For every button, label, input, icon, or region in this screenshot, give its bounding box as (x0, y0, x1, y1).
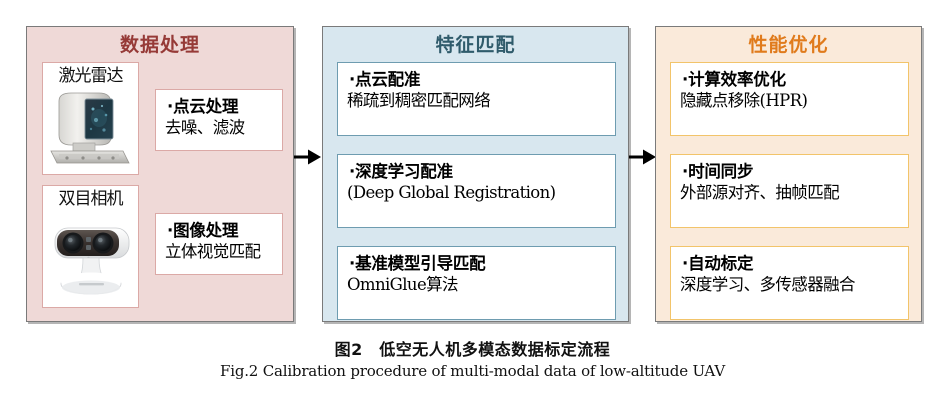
card-point-cloud-processing: ·点云处理 去噪、滤波 (155, 89, 283, 151)
sensor-card-stereo-camera: 双目相机 (42, 185, 139, 308)
card-point-cloud-registration: ·点云配准 稀疏到稠密匹配网络 (337, 62, 616, 136)
card-point-cloud-registration-sub: 稀疏到稠密匹配网络 (347, 90, 491, 110)
card-time-synchronization-main: ·时间同步 (682, 162, 754, 181)
card-deep-global-registration-sub: (Deep Global Registration) (347, 182, 556, 202)
panel-performance-optimization-title: 性能优化 (748, 34, 829, 56)
panel-data-processing-title: 数据处理 (119, 34, 200, 56)
panel-feature-matching: 特征匹配 ·点云配准 稀疏到稠密匹配网络 ·深度学习配准 (Deep Globa… (322, 26, 629, 322)
card-omniglue-matching: ·基准模型引导匹配 OmniGlue算法 (337, 246, 616, 320)
card-time-synchronization-sub: 外部源对齐、抽帧匹配 (680, 182, 840, 202)
sensor-card-lidar: 激光雷达 (42, 62, 139, 175)
card-deep-global-registration-main: ·深度学习配准 (349, 162, 453, 181)
card-auto-calibration-main: ·自动标定 (682, 254, 754, 273)
card-compute-efficiency-main: ·计算效率优化 (682, 70, 786, 89)
arrow-data-to-feature-icon (294, 146, 322, 173)
card-deep-global-registration: ·深度学习配准 (Deep Global Registration) (337, 154, 616, 228)
figure-caption-chinese: 图2 低空无人机多模态数据标定流程 (334, 340, 611, 359)
card-image-processing-sub: 立体视觉匹配 (165, 241, 261, 261)
card-compute-efficiency: ·计算效率优化 隐藏点移除(HPR) (670, 62, 909, 136)
card-time-synchronization: ·时间同步 外部源对齐、抽帧匹配 (670, 154, 909, 228)
panel-performance-optimization: 性能优化 ·计算效率优化 隐藏点移除(HPR) ·时间同步 外部源对齐、抽帧匹配… (655, 26, 922, 322)
card-auto-calibration-sub: 深度学习、多传感器融合 (680, 274, 856, 294)
arrow-feature-to-perf-icon (629, 146, 657, 173)
card-omniglue-matching-sub: OmniGlue算法 (347, 274, 459, 294)
panel-feature-matching-title: 特征匹配 (435, 34, 516, 56)
card-image-processing: ·图像处理 立体视觉匹配 (155, 213, 283, 275)
card-compute-efficiency-sub: 隐藏点移除(HPR) (680, 90, 808, 110)
stereo-camera-icon (43, 208, 138, 305)
card-omniglue-matching-main: ·基准模型引导匹配 (349, 254, 486, 273)
figure-caption: 图2 低空无人机多模态数据标定流程 Fig.2 Calibration proc… (0, 338, 945, 383)
card-auto-calibration: ·自动标定 深度学习、多传感器融合 (670, 246, 909, 320)
panel-data-processing: 数据处理 激光雷达 (26, 26, 294, 322)
sensor-card-lidar-label: 激光雷达 (58, 66, 124, 86)
figure-caption-english: Fig.2 Calibration procedure of multi-mod… (220, 362, 725, 381)
card-point-cloud-processing-main: ·点云处理 (167, 97, 239, 116)
lidar-scanner-icon (43, 85, 138, 172)
card-point-cloud-processing-sub: 去噪、滤波 (165, 117, 245, 137)
sensor-card-stereo-camera-label: 双目相机 (58, 189, 124, 209)
card-point-cloud-registration-main: ·点云配准 (349, 70, 421, 89)
card-image-processing-main: ·图像处理 (167, 221, 239, 240)
flow-diagram: 数据处理 激光雷达 (26, 26, 922, 322)
